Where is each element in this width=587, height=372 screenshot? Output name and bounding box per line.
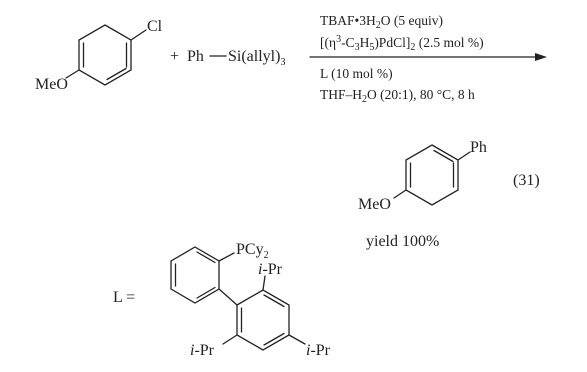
catalyst-reagent: [(η3-C3H5)PdCl]2 (2.5 mol %) bbox=[320, 34, 484, 53]
c-ph-bond bbox=[457, 151, 471, 161]
plus-sign: + bbox=[170, 48, 179, 65]
phenyl-label: Ph bbox=[187, 48, 204, 65]
top-ipr-bond bbox=[262, 275, 266, 291]
chloro-label: Cl bbox=[147, 18, 163, 35]
c-cl-bond bbox=[130, 29, 147, 41]
yield-text: yield 100% bbox=[366, 233, 439, 250]
isopropyl-top-label: i-Pr bbox=[258, 261, 283, 278]
solvent-conditions: THF–H2O (20:1), 80 °C, 8 h bbox=[320, 87, 475, 105]
lower-ring-double-bond bbox=[263, 294, 285, 308]
upper-ring-double-bond bbox=[196, 251, 216, 264]
methoxy-label: MeO bbox=[35, 76, 68, 93]
left-ipr-bond bbox=[222, 334, 238, 345]
reactant-benzene-ring bbox=[78, 24, 132, 86]
reactant-double-bond bbox=[106, 67, 127, 81]
product-phenyl-label: Ph bbox=[470, 139, 487, 156]
reagent-silane: Ph Si(allyl)3 bbox=[187, 48, 285, 68]
silane-label: Si(allyl)3 bbox=[228, 48, 285, 68]
isopropyl-right-label: i-Pr bbox=[306, 342, 331, 359]
upper-phenyl-ring bbox=[170, 246, 220, 304]
ligand-loading: L (10 mol %) bbox=[320, 66, 393, 81]
reaction-arrow bbox=[309, 53, 547, 61]
ligand-label: L = bbox=[113, 289, 135, 306]
lower-ring-double-bond bbox=[263, 332, 285, 346]
biaryl-bond bbox=[218, 288, 238, 306]
product-c-o-bond bbox=[393, 189, 407, 199]
phosphine-label: PCy2 bbox=[236, 241, 269, 261]
product-methoxybiphenyl: Ph MeO bbox=[358, 139, 487, 213]
upper-ring-double-bond bbox=[196, 286, 216, 299]
base-reagent: TBAF•3H2O (5 equiv) bbox=[320, 13, 443, 31]
equation-number: (31) bbox=[513, 172, 540, 189]
reactant-chloroanisole: Cl MeO bbox=[35, 18, 163, 93]
arrow-head bbox=[535, 53, 547, 61]
ligand-structure: PCy2 i-Pr i-Pr i-Pr bbox=[170, 241, 331, 359]
product-methoxy-label: MeO bbox=[358, 196, 391, 213]
product-double-bond bbox=[433, 149, 454, 163]
c-p-bond bbox=[218, 252, 235, 262]
right-ipr-bond bbox=[288, 334, 306, 345]
lower-aryl-ring bbox=[236, 289, 290, 351]
isopropyl-left-label: i-Pr bbox=[190, 342, 215, 359]
c-o-bond bbox=[65, 69, 80, 79]
product-benzene-ring bbox=[405, 144, 459, 206]
reaction-conditions: TBAF•3H2O (5 equiv) [(η3-C3H5)PdCl]2 (2.… bbox=[320, 13, 484, 53]
